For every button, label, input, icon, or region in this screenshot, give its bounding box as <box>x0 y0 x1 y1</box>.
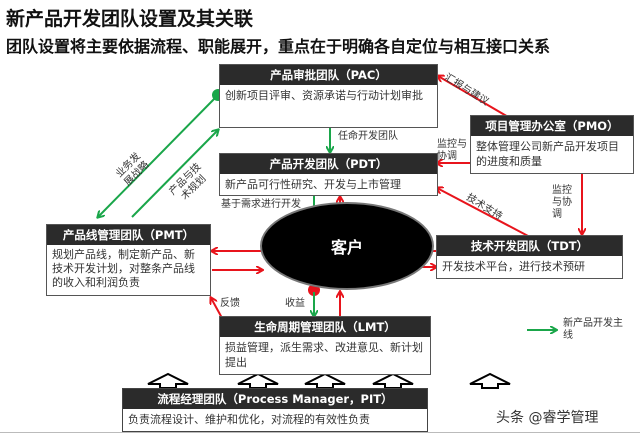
label-monitor-coord-1: 监控与 协调 <box>437 139 467 162</box>
pit-desc: 负责流程设计、维护和优化，对流程的有效性负责 <box>128 413 370 426</box>
customer-node: 客户 <box>260 202 434 290</box>
lmt-desc: 损益管理，派生需求、改进意见、新计划提出 <box>225 341 423 369</box>
customer-label: 客户 <box>330 238 363 257</box>
legend-label: 新产品开发主线 <box>563 318 623 341</box>
label-feedback: 反馈 <box>220 298 240 309</box>
pdt-desc: 新产品可行性研究、开发与上市管理 <box>225 178 401 191</box>
page-subtitle: 团队设置将主要依据流程、职能展开，重点在于明确各自定位与相互接口关系 <box>6 37 551 56</box>
pmt-desc: 规划产品线，制定新产品、新技术开发计划，对整条产品线的收入和利润负责 <box>52 248 195 289</box>
tdt-desc: 开发技术平台，进行技术预研 <box>442 260 585 273</box>
pac-desc: 创新项目评审、资源承诺与行动计划审批 <box>225 89 423 102</box>
team-pmt: 产品线管理团队（PMT） 规划产品线，制定新产品、新技术开发计划，对整条产品线的… <box>46 224 211 296</box>
team-pmo: 项目管理办公室（PMO） 整体管理公司新产品开发项目的进度和质量 <box>470 115 634 174</box>
label-monitor-coord-2: 监控 与协 调 <box>552 185 572 220</box>
label-revenue: 收益 <box>285 298 305 309</box>
team-pdt: 产品开发团队（PDT） 新产品可行性研究、开发与上市管理 <box>219 153 438 196</box>
pdt-title: 产品开发团队（PDT） <box>220 154 437 174</box>
watermark: 头条 @睿学管理 <box>496 410 599 426</box>
pac-title: 产品审批团队（PAC） <box>220 65 437 85</box>
page-title: 新产品开发团队设置及其关联 <box>6 8 254 30</box>
pmt-title: 产品线管理团队（PMT） <box>47 225 210 245</box>
bottom-divider <box>0 432 640 433</box>
pit-title: 流程经理团队（Process Manager，PIT） <box>123 389 427 409</box>
label-demand-dev: 基于需求进行开发 <box>221 199 301 210</box>
team-tdt: 技术开发团队（TDT） 开发技术平台，进行技术预研 <box>436 235 623 279</box>
pmo-desc: 整体管理公司新产品开发项目的进度和质量 <box>476 140 619 168</box>
tdt-title: 技术开发团队（TDT） <box>437 236 622 256</box>
label-appoint-team: 任命开发团队 <box>338 131 398 142</box>
team-lmt: 生命周期管理团队（LMT） 损益管理，派生需求、改进意见、新计划提出 <box>219 316 431 375</box>
team-pit: 流程经理团队（Process Manager，PIT） 负责流程设计、维护和优化… <box>122 388 428 432</box>
pmo-title: 项目管理办公室（PMO） <box>471 116 633 136</box>
team-pac: 产品审批团队（PAC） 创新项目评审、资源承诺与行动计划审批 <box>219 64 438 128</box>
lmt-title: 生命周期管理团队（LMT） <box>220 317 430 337</box>
